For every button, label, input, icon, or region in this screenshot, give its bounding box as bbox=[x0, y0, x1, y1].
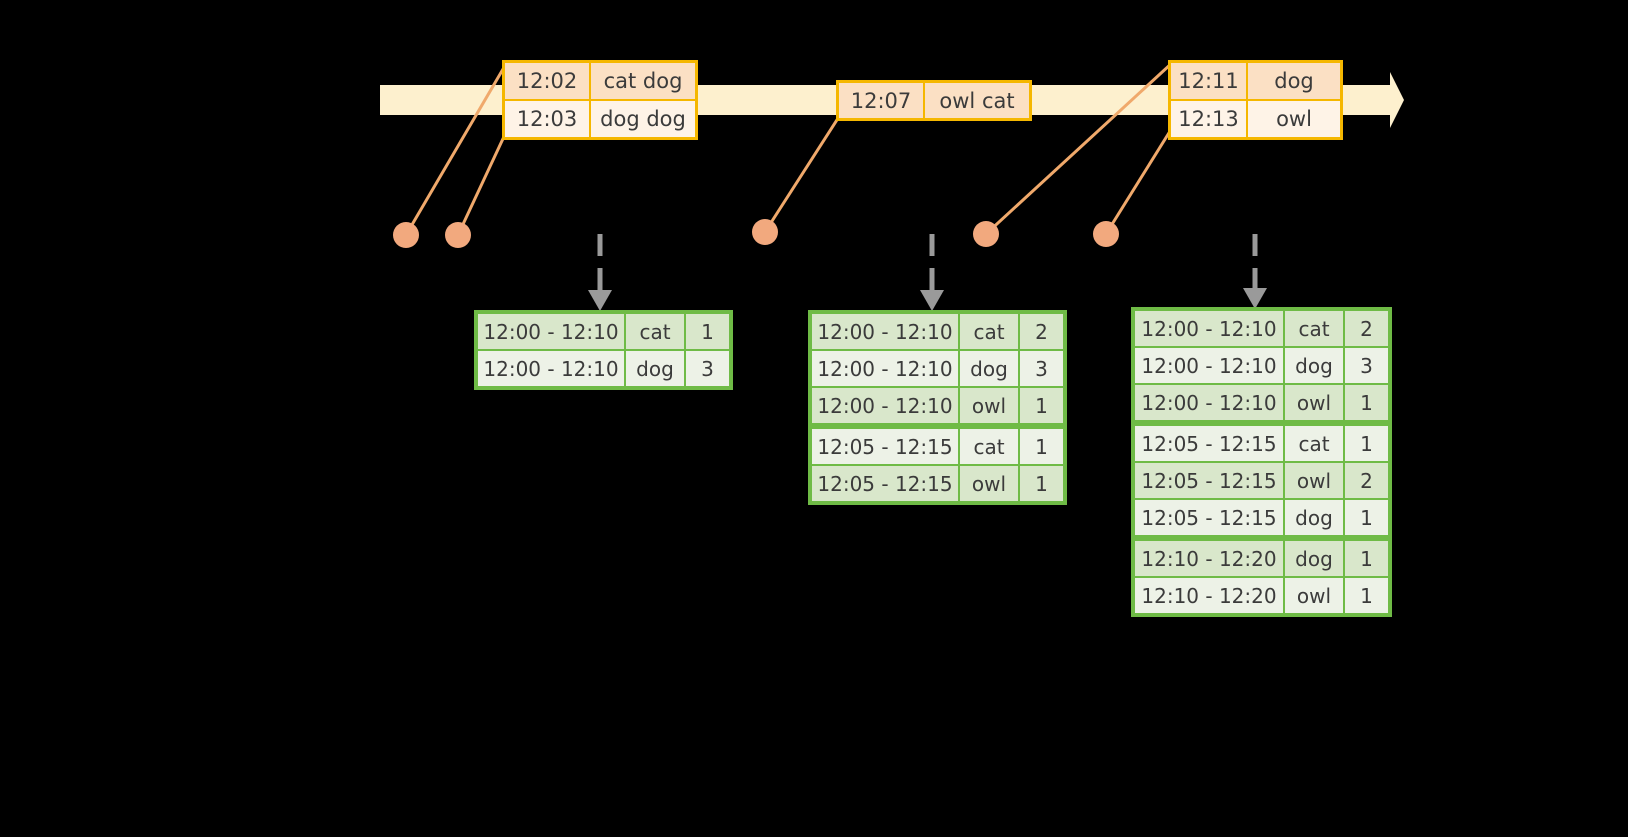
event-row: 12:03 dog dog bbox=[505, 99, 695, 137]
event-group-1: 12:02 cat dog 12:03 dog dog bbox=[502, 60, 698, 140]
cell-window: 12:05 - 12:15 bbox=[1135, 426, 1283, 461]
cell-window: 12:05 - 12:15 bbox=[812, 466, 958, 501]
cell-window: 12:00 - 12:10 bbox=[1135, 385, 1283, 420]
cell-count: 3 bbox=[686, 351, 729, 386]
cell-word: dog bbox=[1285, 541, 1343, 576]
event-row: 12:02 cat dog bbox=[505, 63, 695, 99]
cell-word: owl bbox=[960, 388, 1018, 423]
dashed-arrow-2 bbox=[920, 234, 944, 311]
cell-word: owl bbox=[1285, 463, 1343, 498]
event-words: cat dog bbox=[603, 69, 683, 93]
event-time: 12:02 bbox=[505, 63, 591, 99]
cell-word: dog bbox=[960, 351, 1018, 386]
event-row: 12:13 owl bbox=[1171, 99, 1340, 137]
cell-count: 3 bbox=[1345, 348, 1388, 383]
event-time: 12:13 bbox=[1171, 101, 1248, 137]
cell-word: dog bbox=[1285, 348, 1343, 383]
cell-window: 12:05 - 12:15 bbox=[812, 429, 958, 464]
cell-count: 1 bbox=[1020, 388, 1063, 423]
cell-window: 12:00 - 12:10 bbox=[478, 314, 624, 349]
dashed-arrow-1 bbox=[588, 234, 612, 311]
cell-word: owl bbox=[1285, 385, 1343, 420]
event-dot-3 bbox=[752, 219, 778, 245]
cell-count: 1 bbox=[1020, 429, 1063, 464]
cell-window: 12:10 - 12:20 bbox=[1135, 541, 1283, 576]
event-words: owl cat bbox=[939, 88, 1015, 113]
connector-line-2 bbox=[456, 127, 510, 236]
cell-window: 12:05 - 12:15 bbox=[1135, 463, 1283, 498]
event-dot-4 bbox=[973, 221, 999, 247]
cell-count: 1 bbox=[1345, 500, 1388, 535]
event-words: dog dog bbox=[600, 107, 686, 131]
event-dot-5 bbox=[1093, 221, 1119, 247]
cell-window: 12:00 - 12:10 bbox=[1135, 348, 1283, 383]
cell-word: owl bbox=[1285, 578, 1343, 613]
cell-window: 12:00 - 12:10 bbox=[1135, 311, 1283, 346]
cell-word: dog bbox=[1285, 500, 1343, 535]
cell-word: cat bbox=[1285, 311, 1343, 346]
cell-count: 1 bbox=[1345, 578, 1388, 613]
event-words: dog bbox=[1274, 69, 1314, 93]
cell-count: 2 bbox=[1020, 314, 1063, 349]
connector-line-5 bbox=[1104, 127, 1174, 235]
cell-count: 3 bbox=[1020, 351, 1063, 386]
event-words: owl bbox=[1276, 107, 1312, 131]
dashed-arrow-3 bbox=[1243, 234, 1267, 309]
cell-word: cat bbox=[626, 314, 684, 349]
cell-word: cat bbox=[1285, 426, 1343, 461]
event-group-3: 12:11 dog 12:13 owl bbox=[1168, 60, 1343, 140]
cell-window: 12:00 - 12:10 bbox=[812, 351, 958, 386]
cell-window: 12:00 - 12:10 bbox=[812, 388, 958, 423]
event-time: 12:11 bbox=[1171, 63, 1248, 99]
cell-count: 1 bbox=[1020, 466, 1063, 501]
cell-window: 12:05 - 12:15 bbox=[1135, 500, 1283, 535]
event-group-2: 12:07 owl cat bbox=[836, 80, 1032, 121]
cell-count: 1 bbox=[1345, 541, 1388, 576]
cell-window: 12:00 - 12:10 bbox=[812, 314, 958, 349]
cell-count: 2 bbox=[1345, 311, 1388, 346]
cell-count: 1 bbox=[686, 314, 729, 349]
event-row: 12:07 owl cat bbox=[839, 83, 1029, 118]
cell-word: dog bbox=[626, 351, 684, 386]
cell-word: cat bbox=[960, 429, 1018, 464]
cell-word: cat bbox=[960, 314, 1018, 349]
cell-window: 12:00 - 12:10 bbox=[478, 351, 624, 386]
event-dot-2 bbox=[445, 222, 471, 248]
event-time: 12:03 bbox=[505, 101, 591, 137]
cell-count: 1 bbox=[1345, 385, 1388, 420]
cell-window: 12:10 - 12:20 bbox=[1135, 578, 1283, 613]
event-dot-1 bbox=[393, 222, 419, 248]
cell-count: 1 bbox=[1345, 426, 1388, 461]
event-row: 12:11 dog bbox=[1171, 63, 1340, 99]
cell-word: owl bbox=[960, 466, 1018, 501]
event-time: 12:07 bbox=[839, 83, 925, 118]
cell-count: 2 bbox=[1345, 463, 1388, 498]
